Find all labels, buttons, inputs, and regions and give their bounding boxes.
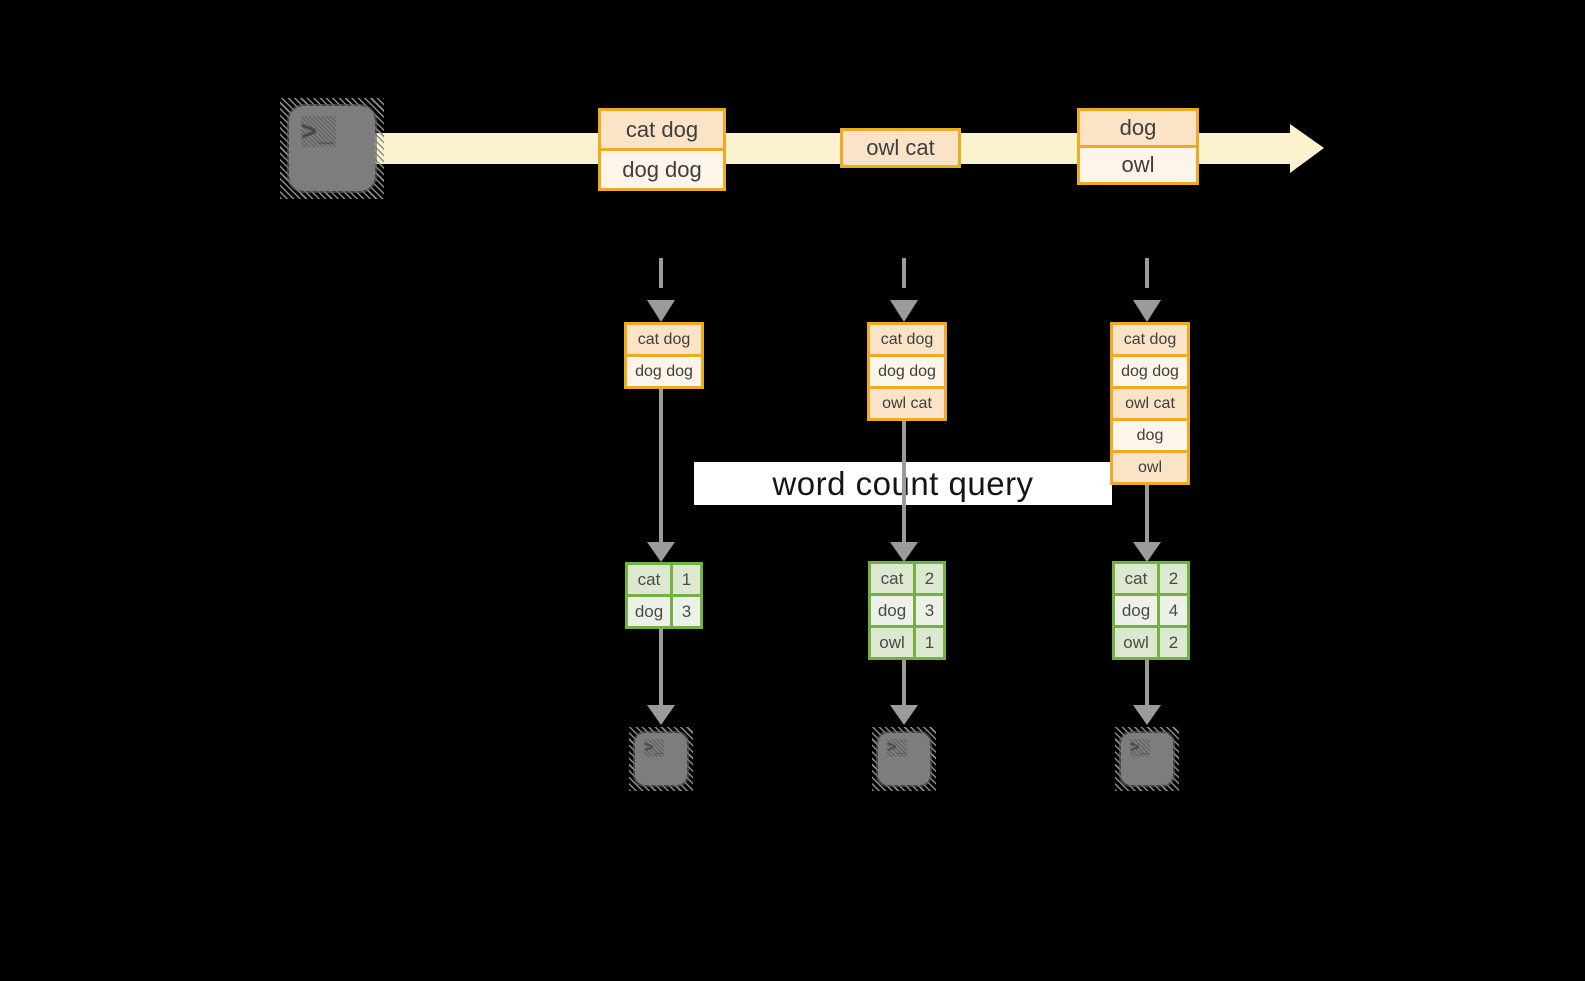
output-arrowhead-icon-2 — [890, 705, 918, 725]
state-cell: owl cat — [1113, 386, 1187, 418]
word-cell: cat — [628, 565, 673, 594]
batch-cell: dog — [1080, 111, 1196, 145]
sink-terminal-icon-2: >_ — [872, 727, 936, 791]
batch-box-2: owl cat — [840, 128, 961, 168]
word-cell: owl — [1115, 628, 1160, 657]
batch-cell: owl cat — [843, 131, 958, 165]
state-box-2: cat dog dog dog owl cat — [867, 322, 947, 421]
count-cell: 2 — [1160, 564, 1187, 593]
trigger-arrow-dash-2 — [902, 258, 906, 300]
state-cell: owl cat — [870, 386, 944, 418]
table-row: dog 3 — [628, 594, 700, 626]
query-arrowhead-icon-1 — [647, 542, 675, 562]
query-arrow-line-2 — [902, 421, 906, 542]
trigger-arrowhead-icon-1 — [647, 300, 675, 322]
source-terminal-icon: >_ — [280, 98, 384, 199]
sink-terminal-icon-3: >_ — [1115, 727, 1179, 791]
state-box-1: cat dog dog dog — [624, 322, 704, 389]
table-row: cat 2 — [871, 564, 943, 593]
trigger-arrow-dash-3 — [1145, 258, 1149, 300]
table-row: owl 2 — [1115, 625, 1187, 657]
batch-box-1: cat dog dog dog — [598, 108, 726, 191]
word-cell: dog — [1115, 596, 1160, 625]
output-arrow-line-3 — [1145, 660, 1149, 705]
trigger-arrowhead-icon-3 — [1133, 300, 1161, 322]
query-arrow-line-1 — [659, 389, 663, 542]
table-row: dog 3 — [871, 593, 943, 625]
stream-timeline-arrowhead-icon — [1290, 124, 1324, 173]
count-cell: 1 — [673, 565, 700, 594]
state-cell: cat dog — [627, 325, 701, 354]
state-cell: cat dog — [870, 325, 944, 354]
word-cell: dog — [628, 597, 673, 626]
state-box-3: cat dog dog dog owl cat dog owl — [1110, 322, 1190, 485]
terminal-screen: >_ — [1119, 731, 1175, 787]
word-cell: dog — [871, 596, 916, 625]
count-cell: 2 — [916, 564, 943, 593]
prompt-glyph-icon: >_ — [644, 739, 665, 757]
terminal-screen: >_ — [633, 731, 689, 787]
word-cell: owl — [871, 628, 916, 657]
prompt-glyph-icon: >_ — [1130, 739, 1151, 757]
output-arrow-line-1 — [659, 629, 663, 705]
count-cell: 4 — [1160, 596, 1187, 625]
query-arrowhead-icon-2 — [890, 542, 918, 562]
output-arrowhead-icon-3 — [1133, 705, 1161, 725]
table-row: cat 2 — [1115, 564, 1187, 593]
trigger-arrow-dash-1 — [659, 258, 663, 300]
trigger-arrowhead-icon-2 — [890, 300, 918, 322]
count-cell: 1 — [916, 628, 943, 657]
table-row: cat 1 — [628, 565, 700, 594]
state-cell: dog dog — [1113, 354, 1187, 386]
sink-terminal-icon-1: >_ — [629, 727, 693, 791]
state-cell: dog dog — [870, 354, 944, 386]
prompt-glyph-icon: >_ — [301, 116, 336, 147]
wordcount-table-2: cat 2 dog 3 owl 1 — [868, 561, 946, 660]
batch-cell: owl — [1080, 145, 1196, 182]
terminal-screen: >_ — [876, 731, 932, 787]
query-arrowhead-icon-3 — [1133, 542, 1161, 562]
state-cell: cat dog — [1113, 325, 1187, 354]
count-cell: 3 — [916, 596, 943, 625]
wordcount-table-1: cat 1 dog 3 — [625, 562, 703, 629]
table-row: dog 4 — [1115, 593, 1187, 625]
output-arrowhead-icon-1 — [647, 705, 675, 725]
batch-cell: cat dog — [601, 111, 723, 148]
word-cell: cat — [871, 564, 916, 593]
batch-box-3: dog owl — [1077, 108, 1199, 185]
batch-cell: dog dog — [601, 148, 723, 188]
state-cell: dog — [1113, 418, 1187, 450]
table-row: owl 1 — [871, 625, 943, 657]
state-cell: owl — [1113, 450, 1187, 482]
terminal-screen: >_ — [287, 104, 377, 193]
output-arrow-line-2 — [902, 660, 906, 705]
count-cell: 3 — [673, 597, 700, 626]
query-arrow-line-3 — [1145, 482, 1149, 542]
word-cell: cat — [1115, 564, 1160, 593]
prompt-glyph-icon: >_ — [887, 739, 908, 757]
state-cell: dog dog — [627, 354, 701, 386]
count-cell: 2 — [1160, 628, 1187, 657]
wordcount-table-3: cat 2 dog 4 owl 2 — [1112, 561, 1190, 660]
